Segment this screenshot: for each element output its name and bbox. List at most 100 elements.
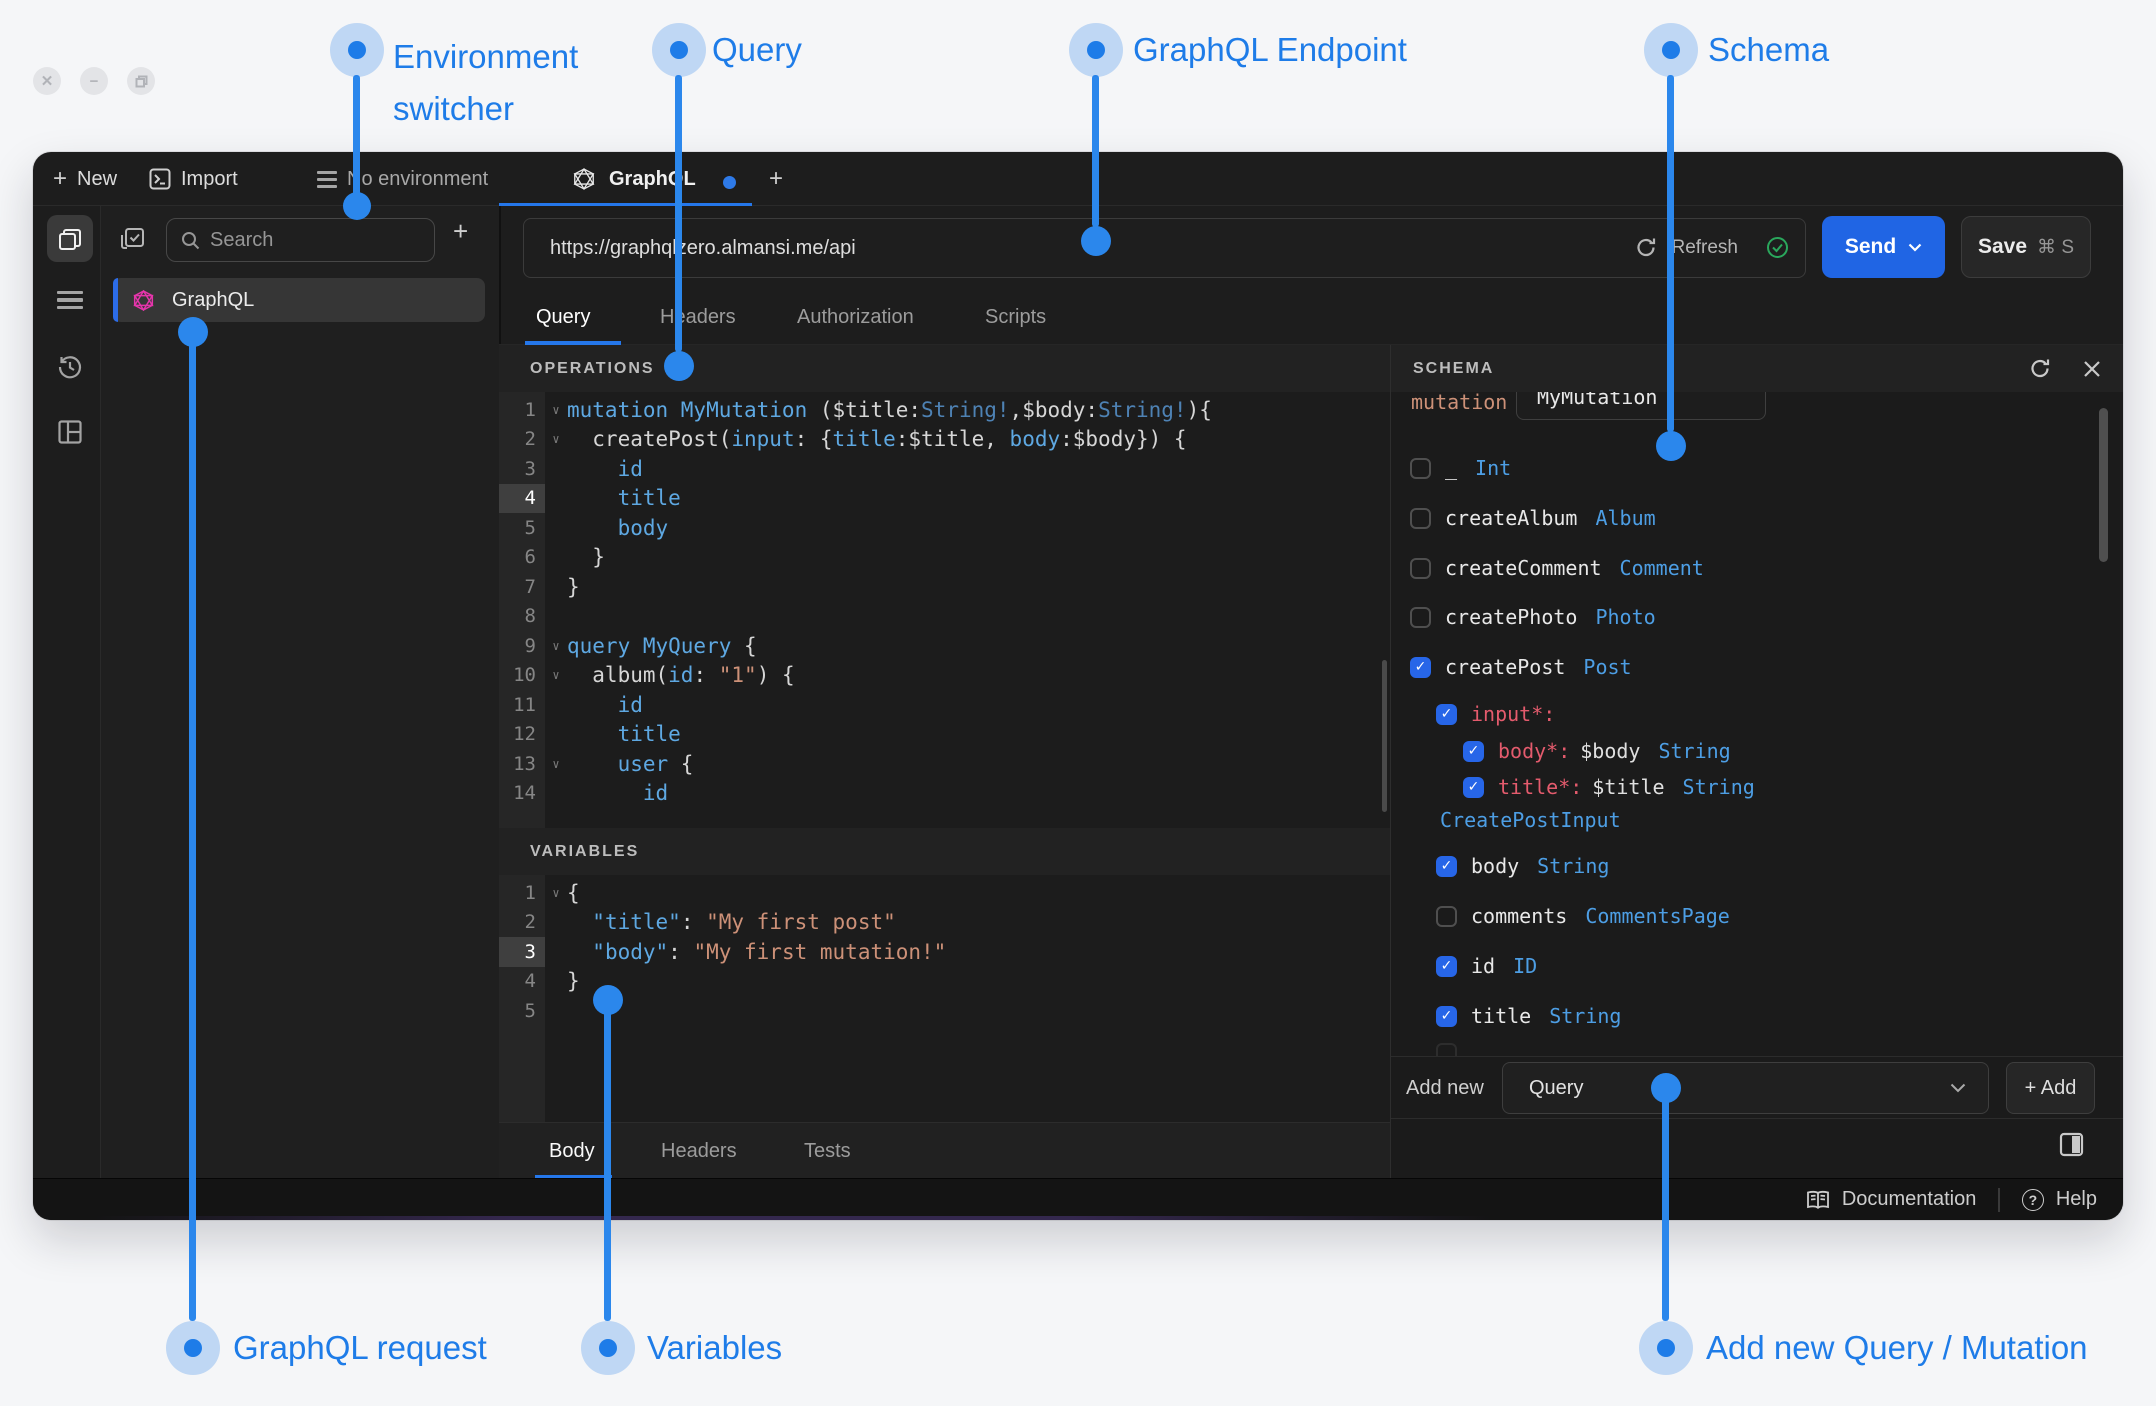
field-label: body [1471,854,1520,878]
schema-type-row: CreatePostInput [1391,802,2123,838]
send-label: Send [1844,235,1897,258]
field-label: createPost [1445,655,1566,679]
checkbox[interactable] [1436,703,1457,725]
environment-switcher[interactable]: No environment [317,152,488,206]
fold-icon[interactable]: ∨ [552,402,560,417]
app-window: + New Import No environment [33,152,2123,1220]
save-button[interactable]: Save ⌘ S [1961,216,2091,278]
code-line[interactable]: 6 } [499,542,1384,572]
checkbox[interactable] [1410,606,1431,628]
field-label: input*: [1471,702,1556,726]
code-line[interactable]: 1∨mutation MyMutation ($title:String!,$b… [499,395,1384,425]
fold-icon[interactable]: ∨ [552,885,560,900]
checkbox[interactable] [1463,740,1484,762]
environment-icon [317,170,337,188]
tab-headers[interactable]: Headers [660,306,736,328]
schema-field-row: _Int [1391,450,2123,486]
import-button[interactable]: Import [149,152,238,206]
line-number: 14 [499,778,545,808]
code-line[interactable]: 9∨query MyQuery { [499,631,1384,661]
help-link[interactable]: ? Help [2021,1188,2097,1211]
history-icon [58,356,82,379]
search-icon [182,231,200,249]
checkbox[interactable] [1436,1042,1457,1056]
fold-icon[interactable]: ∨ [552,756,560,771]
operations-scrollbar[interactable] [1382,660,1387,812]
checkbox[interactable] [1436,855,1457,877]
checkbox[interactable] [1436,955,1457,977]
code-line[interactable]: 3 id [499,454,1384,484]
url-input[interactable]: https://graphqlzero.almansi.me/api Refre… [523,218,1806,278]
field-type: Comment [1619,556,1704,580]
search-input[interactable]: Search [166,218,435,262]
environment-label: No environment [347,167,489,190]
code-line[interactable]: 2 "title": "My first post" [499,907,1384,937]
code-line[interactable]: 1∨{ [499,878,1384,908]
schema-refresh-icon[interactable] [2030,358,2051,379]
line-number: 5 [499,996,545,1026]
code-line[interactable]: 7} [499,572,1384,602]
fold-icon[interactable]: ∨ [552,638,560,653]
rail-history-button[interactable] [47,347,93,387]
add-new-select[interactable]: Query [1502,1062,1989,1114]
code-line[interactable]: 13∨ user { [499,749,1384,779]
checkbox[interactable] [1410,507,1431,529]
code-line[interactable]: 5 body [499,513,1384,543]
tab-graphql[interactable]: GraphQL [573,152,696,206]
schema-scrollbar[interactable] [2099,408,2108,562]
code-line[interactable]: 4} [499,966,1384,996]
refresh-label[interactable]: Refresh [1671,236,1738,258]
new-request-button[interactable]: + New [53,152,117,206]
schema-header: SCHEMA [1391,345,2123,392]
code-line[interactable]: 2∨ createPost(input: {title:$title, body… [499,424,1384,454]
rail-collections-button[interactable] [47,215,93,262]
fold-icon[interactable]: ∨ [552,668,560,683]
checkbox[interactable] [1436,1005,1457,1027]
checkbox[interactable] [1410,656,1431,678]
panel-toggle-button[interactable] [2059,1132,2084,1157]
checkbox[interactable] [1410,457,1431,479]
refresh-icon[interactable] [1636,237,1657,258]
line-number: 3 [499,937,545,967]
fold-icon[interactable]: ∨ [552,432,560,447]
code-line[interactable]: 11 id [499,690,1384,720]
line-number: 2 [499,907,545,937]
line-number: 10 [499,660,545,690]
documentation-link[interactable]: Documentation [1806,1188,1976,1211]
code-line[interactable]: 3 "body": "My first mutation!" [499,937,1384,967]
add-request-button[interactable]: + [453,216,469,246]
window-close-button[interactable]: ✕ [33,67,61,95]
window-restore-button[interactable] [127,67,155,95]
sidebar-item-graphql[interactable]: GraphQL [113,278,485,322]
code-line[interactable]: 10∨ album(id: "1") { [499,660,1384,690]
select-multiple-button[interactable] [119,226,146,253]
operation-name-input[interactable]: MyMutation [1516,392,1766,420]
send-button[interactable]: Send [1822,216,1945,278]
rail-menu-button[interactable] [47,280,93,320]
tab-tests[interactable]: Tests [804,1139,851,1162]
tab-query[interactable]: Query [536,306,591,328]
code-line[interactable]: 8 [499,601,1384,631]
rail-layout-button[interactable] [47,412,93,452]
add-button[interactable]: + Add [2006,1062,2095,1114]
code-line[interactable]: 12 title [499,719,1384,749]
tab-body[interactable]: Body [549,1139,595,1162]
code-line[interactable]: 14 id [499,778,1384,808]
tab-title: GraphQL [609,167,696,190]
code-line[interactable]: 5 [499,996,1384,1026]
checkbox[interactable] [1410,557,1431,579]
window-minimize-button[interactable]: − [80,67,108,95]
new-tab-button[interactable]: + [769,152,783,206]
checkbox[interactable] [1436,905,1457,927]
tab-response-headers[interactable]: Headers [661,1139,737,1162]
schema-close-icon[interactable] [2083,360,2101,378]
field-label: CreatePostInput [1440,808,1621,832]
checkbox[interactable] [1463,776,1484,798]
tab-authorization[interactable]: Authorization [797,306,914,328]
tab-scripts[interactable]: Scripts [985,306,1047,328]
code-line[interactable]: 4 title [499,483,1384,513]
